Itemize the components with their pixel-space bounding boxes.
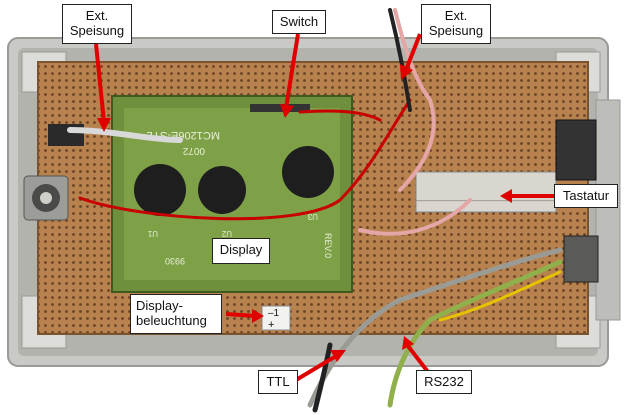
label-display-backlight: Display- beleuchtung <box>130 294 222 334</box>
arrow-switch <box>284 33 300 109</box>
u2-print: U2 <box>221 229 232 238</box>
rev-print: REV.0 <box>323 233 333 258</box>
u1-print: U1 <box>147 229 158 238</box>
annotation-arrows <box>94 33 554 382</box>
db9-connector <box>563 235 599 283</box>
arrow-ttl <box>294 354 338 382</box>
arrow-ext-right <box>404 33 422 71</box>
label-ext-supply-left: Ext. Speisung <box>62 4 132 44</box>
label-switch: Switch <box>272 10 326 34</box>
pad-minus: + <box>268 319 274 331</box>
label-keyboard: Tastatur <box>554 184 618 208</box>
arrow-backlight <box>225 312 257 318</box>
label-ext-supply-right: Ext. Speisung <box>421 4 491 44</box>
label-rs232: RS232 <box>416 370 472 394</box>
wires <box>67 8 563 413</box>
pad-plus: –1 <box>268 308 280 319</box>
backlight-pads: –1 + <box>261 305 291 331</box>
keyboard-ribbon <box>415 119 597 213</box>
arrow-rs232 <box>406 344 430 374</box>
dc-jack <box>23 175 69 221</box>
u3-print: U3 <box>307 212 318 221</box>
label-ttl: TTL <box>258 370 298 394</box>
lcd-code-print: 0072 <box>182 145 205 156</box>
label-display: Display <box>212 238 270 264</box>
arrow-ext-left <box>94 43 106 123</box>
date-code-print: 9930 <box>165 256 185 266</box>
